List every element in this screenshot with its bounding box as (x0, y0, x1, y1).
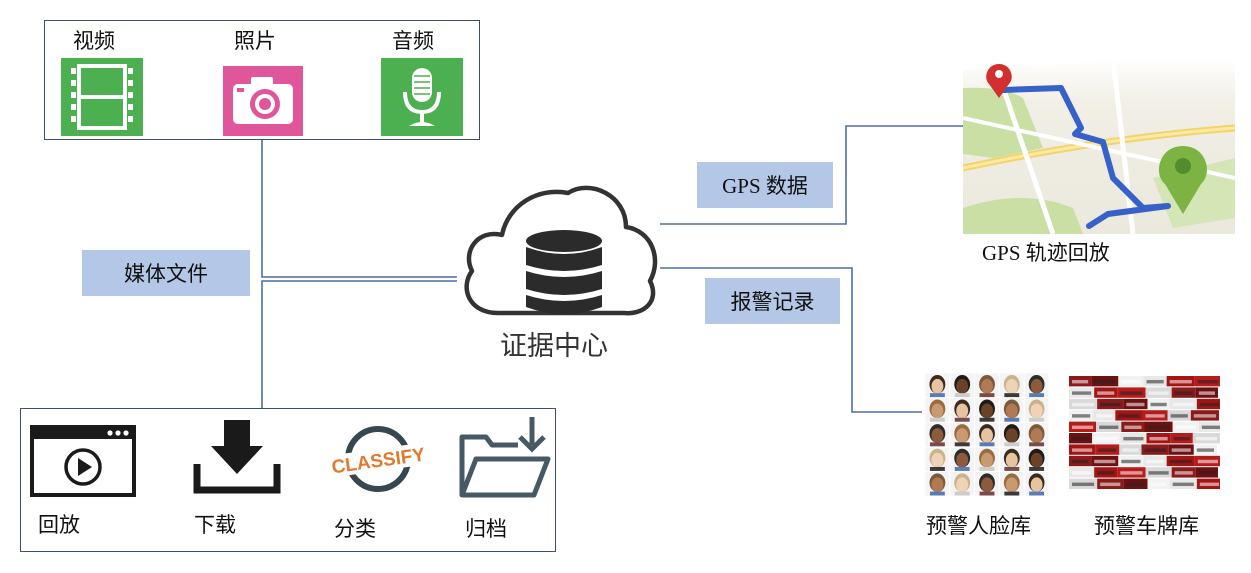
center-label: 证据中心 (500, 331, 608, 362)
gps-playback-label: GPS 轨迹回放 (982, 241, 1110, 265)
plate-db-label: 预警车牌库 (1094, 514, 1199, 538)
action-label-classify: 分类 (334, 517, 376, 541)
camera-icon (223, 66, 303, 136)
media-label-audio: 音频 (392, 29, 434, 53)
media-files-tag: 媒体文件 (82, 250, 250, 296)
microphone-icon (381, 58, 463, 136)
film-icon (61, 58, 143, 136)
action-label-archive: 归档 (465, 517, 507, 541)
media-label-video: 视频 (73, 29, 115, 53)
alarm-records-tag: 报警记录 (705, 278, 840, 324)
map-route-icon (963, 58, 1235, 234)
play-window-icon[interactable] (30, 425, 136, 497)
folder-archive-icon[interactable] (458, 415, 554, 499)
action-label-playback: 回放 (38, 513, 80, 537)
action-label-download: 下载 (194, 513, 236, 537)
face-grid-icon (925, 373, 1049, 496)
face-db-label: 预警人脸库 (926, 514, 1031, 538)
download-icon[interactable] (193, 418, 281, 494)
license-plate-icon (1069, 376, 1220, 490)
media-label-photo: 照片 (234, 29, 276, 53)
gps-data-tag: GPS 数据 (697, 162, 833, 208)
classify-icon[interactable]: CLASSIFY (330, 423, 426, 499)
cloud-database-icon (458, 175, 660, 325)
